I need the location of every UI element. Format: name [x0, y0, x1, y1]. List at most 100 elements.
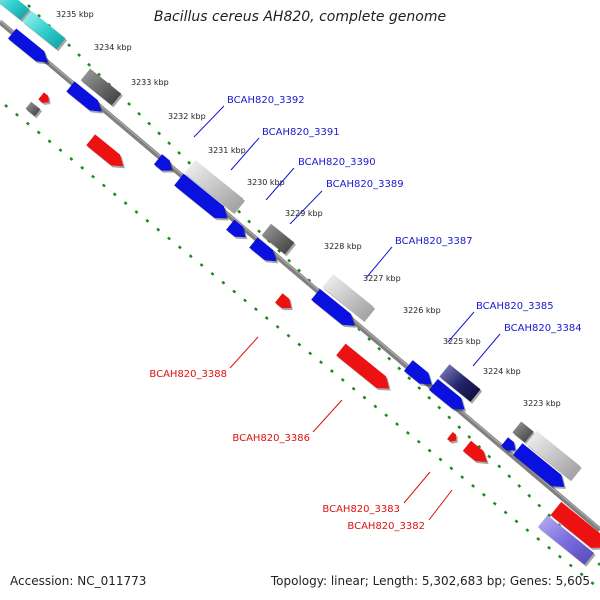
- gene-arrow-body: [153, 154, 172, 171]
- tick-label: 3225 kbp: [443, 337, 481, 346]
- gene-block-body: [512, 421, 534, 443]
- gene-arrow: [226, 219, 248, 240]
- gene-block-body: [184, 159, 244, 213]
- gene-arrow: [174, 173, 229, 221]
- gene-arrow: [153, 154, 174, 173]
- gene-block: [261, 223, 296, 257]
- gene-label-forward: BCAH820_3385: [476, 301, 554, 312]
- gene-arrow-body: [66, 81, 102, 112]
- gene-arrow-body: [501, 437, 516, 451]
- label-leader: [229, 336, 259, 369]
- tick-label: 3233 kbp: [131, 78, 169, 87]
- gene-block-body: [439, 364, 481, 402]
- gene-arrow: [311, 288, 357, 328]
- tick-label: 3234 kbp: [94, 43, 132, 52]
- gene-block-body: [322, 274, 374, 320]
- gene-block-body: [537, 515, 595, 565]
- gene-label-forward: BCAH820_3392: [227, 95, 305, 106]
- gene-arrow: [462, 440, 489, 465]
- gene-arrow: [275, 293, 293, 311]
- tick-label: 3224 kbp: [483, 367, 521, 376]
- gene-label-reverse: BCAH820_3382: [347, 521, 425, 532]
- lower-scale-track: [4, 104, 597, 587]
- topology-summary: Topology: linear; Length: 5,302,683 bp; …: [270, 574, 590, 588]
- gene-block-body: [22, 10, 66, 50]
- tick-label: 3223 kbp: [523, 399, 561, 408]
- gene-arrow: [403, 360, 434, 387]
- gene-arrow: [429, 378, 467, 412]
- label-leader: [472, 333, 501, 367]
- label-leader: [193, 105, 225, 138]
- gene-arrow-body: [8, 28, 48, 63]
- gene-arrow: [550, 501, 600, 550]
- gene-block-body: [525, 430, 581, 480]
- gene-label-forward: BCAH820_3387: [395, 236, 473, 247]
- label-leader: [365, 246, 393, 279]
- gene-labels: BCAH820_3392BCAH820_3391BCAH820_3390BCAH…: [149, 95, 581, 532]
- tick-label: 3228 kbp: [324, 242, 362, 251]
- gene-arrow-body: [226, 219, 246, 238]
- gene-features: [0, 0, 600, 567]
- tick-label: 3226 kbp: [403, 306, 441, 315]
- gene-arrow-body: [429, 378, 465, 410]
- gene-block: [25, 101, 43, 119]
- gene-block-body: [0, 0, 30, 21]
- label-leader: [428, 489, 453, 521]
- gene-label-forward: BCAH820_3389: [326, 179, 404, 190]
- gene-block-body: [261, 223, 295, 255]
- gene-block: [322, 274, 376, 322]
- backbone-line: [0, 20, 600, 532]
- gene-arrow-body: [174, 173, 228, 219]
- label-leader: [312, 399, 343, 433]
- gene-arrow: [8, 28, 50, 65]
- label-leader: [289, 190, 323, 225]
- gene-block: [80, 68, 123, 108]
- accession-text: Accession: NC_011773: [10, 574, 147, 588]
- gene-arrow-body: [447, 431, 457, 442]
- tick-label: 3235 kbp: [56, 10, 94, 19]
- gene-arrow: [336, 343, 391, 391]
- gene-label-reverse: BCAH820_3388: [149, 369, 227, 380]
- gene-block: [525, 430, 582, 482]
- gene-block-body: [80, 68, 122, 106]
- gene-label-reverse: BCAH820_3383: [322, 504, 400, 515]
- gene-arrow-body: [462, 440, 488, 463]
- gene-arrow-body: [550, 501, 600, 548]
- tick-label: 3227 kbp: [363, 274, 401, 283]
- gene-arrow: [38, 92, 51, 105]
- backbone-highlight: [0, 20, 600, 529]
- gene-arrow: [249, 237, 279, 264]
- gene-arrow: [66, 81, 104, 114]
- label-leader: [230, 137, 260, 171]
- gene-block-body: [25, 101, 41, 117]
- gene-label-forward: BCAH820_3384: [504, 323, 582, 334]
- gene-arrow-body: [38, 92, 49, 103]
- gene-block: [537, 515, 596, 567]
- label-leader: [403, 471, 431, 504]
- tick-label: 3229 kbp: [285, 209, 323, 218]
- gene-arrow: [501, 437, 518, 453]
- map-title: Bacillus cereus AH820, complete genome: [153, 9, 447, 25]
- gene-block: [0, 0, 32, 23]
- gene-arrow: [447, 431, 458, 444]
- genome-backbone: [0, 20, 600, 532]
- gene-arrow: [512, 443, 566, 489]
- gene-block: [184, 159, 246, 215]
- gene-label-forward: BCAH820_3390: [298, 157, 376, 168]
- gene-arrow: [86, 134, 125, 169]
- label-leader: [265, 167, 295, 201]
- tick-label: 3232 kbp: [168, 112, 206, 121]
- gene-arrow-body: [403, 360, 432, 385]
- gene-label-reverse: BCAH820_3386: [232, 433, 310, 444]
- gene-arrow-body: [249, 237, 277, 262]
- gene-arrow-body: [311, 288, 355, 326]
- gene-arrow-body: [336, 343, 390, 389]
- gene-block: [22, 10, 68, 52]
- gene-block: [439, 364, 483, 404]
- gene-arrow-body: [86, 134, 124, 167]
- gene-arrow-body: [512, 443, 565, 487]
- tick-label: 3230 kbp: [247, 178, 285, 187]
- label-leader: [447, 311, 475, 343]
- gene-label-forward: BCAH820_3391: [262, 127, 340, 138]
